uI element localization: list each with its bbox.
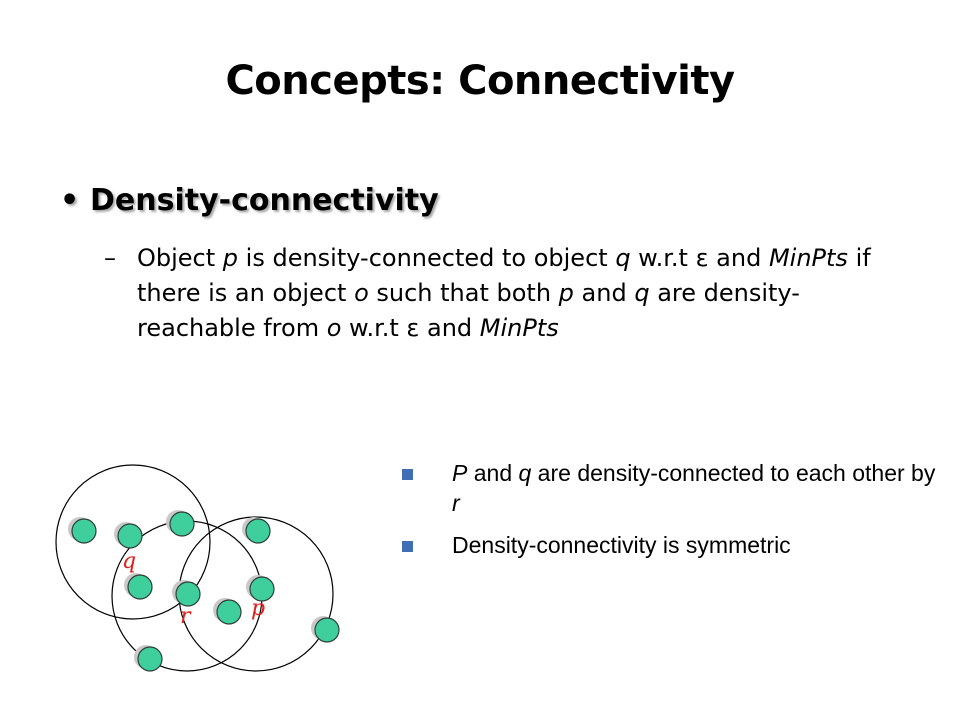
point-r bbox=[175, 581, 201, 607]
note-seg: and bbox=[467, 460, 519, 486]
neighborhood-circles bbox=[55, 464, 334, 672]
slide-title: Concepts: Connectivity bbox=[225, 58, 735, 104]
side-notes: P and q are density-connected to each ot… bbox=[400, 458, 940, 572]
def-var-minpts: MinPts bbox=[768, 244, 848, 272]
def-var-o: o bbox=[354, 279, 369, 307]
def-seg: if there is an object bbox=[137, 244, 871, 307]
def-var-p: p bbox=[558, 279, 574, 307]
point-8 bbox=[137, 646, 163, 672]
point-q bbox=[127, 574, 153, 600]
definition-text: Object p is density-connected to object … bbox=[137, 241, 904, 346]
def-seg: w.r.t ε and bbox=[630, 244, 769, 272]
point-3 bbox=[169, 511, 195, 537]
point-labels: q r p bbox=[122, 549, 265, 629]
point-2 bbox=[117, 523, 143, 549]
bullet-label: Density-connectivity bbox=[90, 183, 439, 218]
def-seg: and bbox=[573, 279, 635, 307]
bullet-marker: • bbox=[60, 183, 80, 218]
dash-marker: – bbox=[104, 244, 116, 272]
square-bullet-icon bbox=[402, 469, 413, 480]
label-r: r bbox=[180, 604, 192, 629]
note-seg: are density-connected to each other by bbox=[531, 460, 936, 486]
def-var-q: q bbox=[615, 244, 631, 272]
point-7 bbox=[314, 617, 340, 643]
side-note-symmetric: Density-connectivity is symmetric bbox=[400, 530, 940, 560]
note-symmetric-text: Density-connectivity is symmetric bbox=[452, 532, 791, 558]
data-points bbox=[68, 510, 340, 672]
note-var-P: P bbox=[452, 460, 468, 486]
label-p: p bbox=[251, 596, 265, 621]
point-6 bbox=[216, 599, 242, 625]
def-seg: is density-connected to object bbox=[238, 244, 616, 272]
point-5 bbox=[249, 576, 275, 602]
label-q: q bbox=[122, 549, 136, 574]
def-var-minpts: MinPts bbox=[479, 314, 559, 342]
square-bullet-icon bbox=[402, 541, 413, 552]
point-1 bbox=[71, 518, 97, 544]
side-note-connected: P and q are density-connected to each ot… bbox=[400, 458, 940, 518]
def-seg: w.r.t ε and bbox=[341, 314, 480, 342]
note-var-r: r bbox=[452, 490, 460, 516]
neighborhood-circle-q bbox=[55, 464, 211, 620]
point-4 bbox=[245, 518, 271, 544]
definition-paragraph: – Object p is density-connected to objec… bbox=[104, 241, 904, 346]
def-var-o: o bbox=[326, 314, 342, 342]
note-var-q: q bbox=[518, 460, 532, 486]
def-var-q: q bbox=[634, 279, 650, 307]
def-seg: are density-reachable from bbox=[137, 279, 800, 342]
bullet-density-connectivity: • Density-connectivity bbox=[60, 183, 439, 218]
def-seg: such that both bbox=[368, 279, 559, 307]
def-var-p: p bbox=[222, 244, 239, 272]
def-seg: Object bbox=[137, 244, 223, 272]
